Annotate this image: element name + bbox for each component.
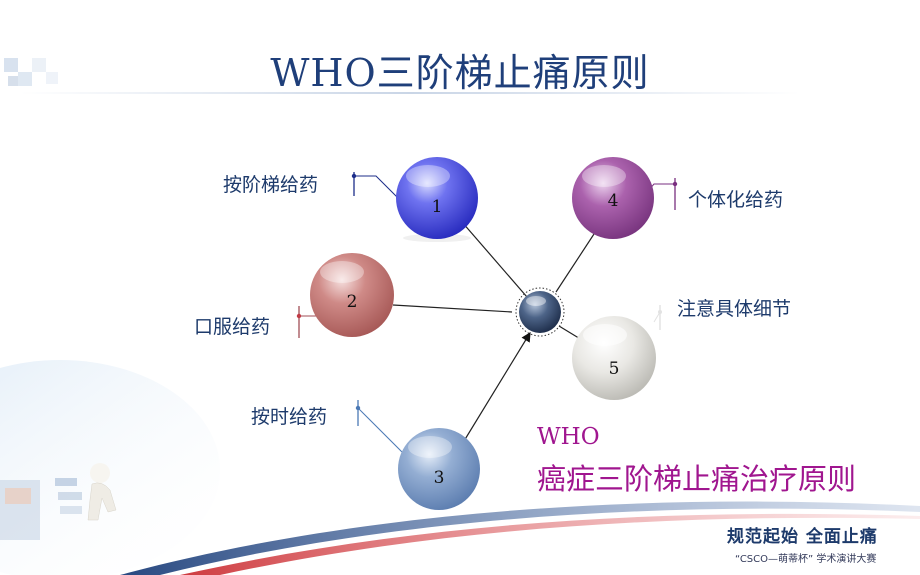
node-sphere-1 (396, 157, 478, 242)
node-sphere-4 (572, 157, 654, 239)
node-number-5: 5 (609, 359, 620, 379)
node-sphere-3 (398, 428, 480, 510)
center-node (515, 287, 565, 337)
bottom-left-art (0, 360, 220, 575)
node-number-3: 3 (434, 468, 445, 488)
node-sphere-5 (572, 316, 656, 400)
footer-swoosh (120, 501, 920, 575)
subtitle-line-2: 癌症三阶梯止痛治疗原则 (537, 462, 857, 496)
connector-1 (461, 221, 528, 298)
node-number-1: 1 (432, 197, 443, 217)
connector-lines (392, 221, 595, 442)
node-number-4: 4 (608, 191, 619, 211)
connector-4 (555, 233, 595, 293)
node-label-4: 个体化给药 (688, 189, 784, 211)
node-label-1: 按阶梯给药 (223, 174, 319, 196)
node-label-5: 注意具体细节 (677, 298, 792, 320)
connector-2 (392, 304, 513, 313)
node-sphere-2 (310, 253, 394, 337)
footer-event-name: “CSCO—萌蒂杯” 学术演讲大赛 (735, 554, 877, 565)
node-number-2: 2 (347, 292, 358, 312)
slide-title: WHO三阶梯止痛原则 (270, 51, 650, 95)
header-decoration (4, 58, 800, 94)
node-label-3: 按时给药 (251, 406, 328, 428)
footer-slogan: 规范起始 全面止痛 (727, 527, 878, 547)
subtitle-line-1: WHO (537, 424, 600, 450)
node-label-2: 口服给药 (194, 316, 271, 338)
connector-3 (463, 331, 531, 442)
